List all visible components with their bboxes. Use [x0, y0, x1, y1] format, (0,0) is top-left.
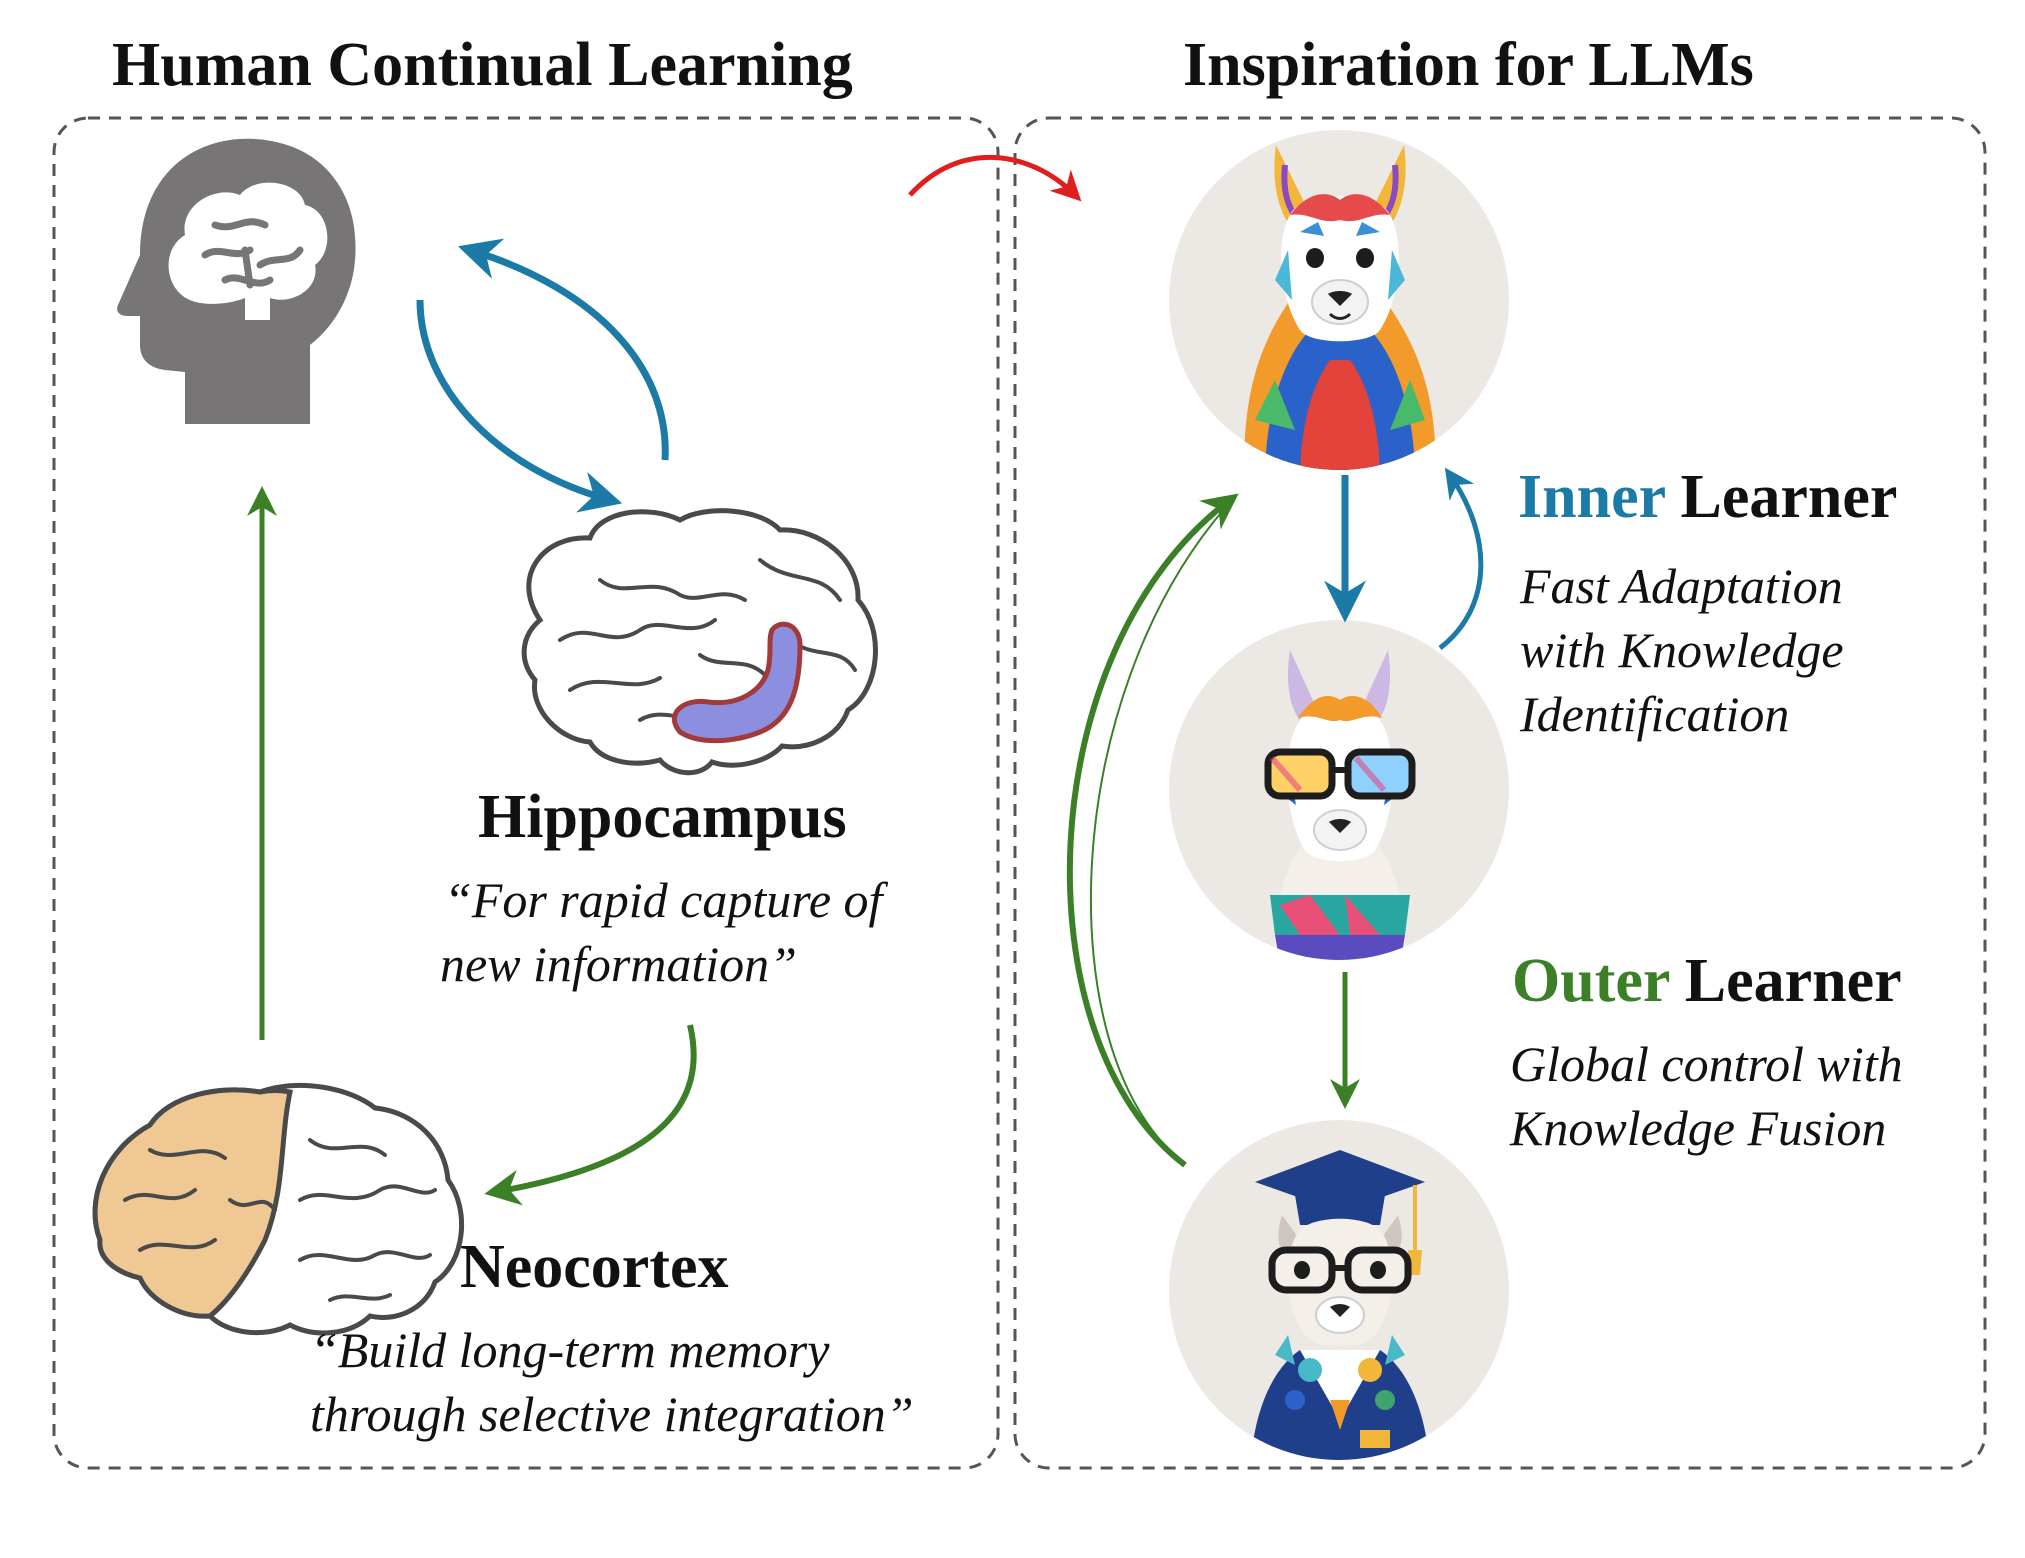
neocortex-quote-line2: through selective integration”: [310, 1386, 914, 1442]
inner-keyword: Inner: [1518, 463, 1666, 531]
inner-desc-line3: Identification: [1520, 686, 1790, 742]
neocortex-brain-icon: [92, 1082, 465, 1336]
outer-learner-word: Learner: [1669, 947, 1902, 1015]
left-panel-title: Human Continual Learning: [112, 31, 853, 99]
blue-arrow-to-head: [457, 238, 669, 461]
hippocampus-label: Hippocampus: [478, 783, 847, 851]
llama-colorful-icon: [1169, 130, 1509, 470]
neocortex-label: Neocortex: [460, 1233, 729, 1301]
blue-arrow-up-inner: [1438, 467, 1484, 650]
left-panel-arrows: [247, 154, 1082, 1206]
inner-desc-line2: with Knowledge: [1520, 622, 1844, 678]
right-panel-arrows: [1066, 467, 1484, 1168]
outer-desc-line2: Knowledge Fusion: [1510, 1100, 1887, 1156]
neocortex-quote-line1: “Build long-term memory: [310, 1322, 830, 1378]
outer-learner-heading: Outer Learner: [1512, 950, 1902, 1012]
hippocampus-quote-line2: new information”: [440, 936, 797, 992]
blue-arrow-to-hippocampus: [416, 299, 623, 513]
outer-desc-line1: Global control with: [1510, 1036, 1903, 1092]
llama-glasses-icon: [1169, 620, 1509, 960]
green-arrow-hippocampus-to-neocortex: [484, 1024, 697, 1206]
hippocampus-quote-line1: “For rapid capture of: [444, 872, 883, 928]
hippocampus-brain-icon: [521, 508, 878, 776]
llama-graduate-icon: [1169, 1120, 1509, 1460]
right-panel-title: Inspiration for LLMs: [1183, 31, 1754, 99]
inner-desc-line1: Fast Adaptation: [1520, 558, 1843, 614]
outer-keyword: Outer: [1512, 947, 1670, 1015]
right-panel-border: [1013, 116, 1987, 1470]
red-arrow-to-llms: [908, 154, 1082, 202]
green-arrow-up-outer: [1066, 493, 1239, 1168]
inner-learner-word: Learner: [1665, 463, 1898, 531]
inner-learner-heading: Inner Learner: [1518, 466, 1897, 528]
head-brain-icon: [117, 138, 356, 424]
